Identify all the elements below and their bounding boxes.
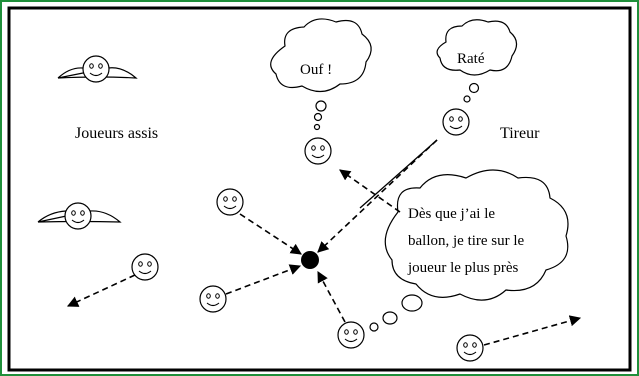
player-bottom-left-smiley-icon bbox=[199, 285, 227, 313]
seated-smiley-icon bbox=[82, 55, 110, 83]
arrow-from-bubble-to-top bbox=[339, 169, 401, 213]
thought-bubble-ouf: Ouf ! bbox=[270, 18, 372, 131]
label-seated-players: Joueurs assis bbox=[75, 125, 158, 142]
arrow-bottom-right-away bbox=[483, 315, 582, 346]
bubble-text-rate: Raté bbox=[457, 51, 485, 67]
shot-line bbox=[359, 139, 438, 209]
seated-player-1 bbox=[57, 55, 138, 83]
arrow-top-left-to-ball bbox=[239, 213, 302, 255]
seated-smiley-icon bbox=[64, 202, 92, 230]
player-bottom-smiley-icon bbox=[337, 321, 365, 349]
player-top-left-smiley-icon bbox=[216, 188, 244, 216]
player-ouf-smiley-icon bbox=[304, 137, 332, 165]
player-bottom-right-smiley-icon bbox=[456, 334, 484, 362]
label-shooter: Tireur bbox=[500, 125, 540, 142]
player-left-smiley-icon bbox=[131, 253, 159, 281]
bubble-text-line3: joueur le plus près bbox=[407, 260, 519, 276]
bubble-text-line1: Dès que j’ai le bbox=[408, 206, 495, 222]
bubble-text-line2: ballon, je tire sur le bbox=[408, 233, 525, 249]
thought-bubble-rate: Raté bbox=[436, 19, 518, 103]
shooter-smiley-icon bbox=[442, 108, 470, 136]
ball-icon bbox=[301, 251, 319, 269]
thought-bubble-statement: Dès que j’ai le ballon, je tire sur le j… bbox=[369, 169, 569, 332]
seated-player-2 bbox=[37, 202, 122, 230]
arrow-left-player-away bbox=[66, 274, 136, 307]
arrow-bottom-left-to-ball bbox=[225, 264, 302, 295]
bubble-text-ouf: Ouf ! bbox=[300, 62, 332, 78]
arrow-shooter-to-ball bbox=[317, 139, 438, 253]
